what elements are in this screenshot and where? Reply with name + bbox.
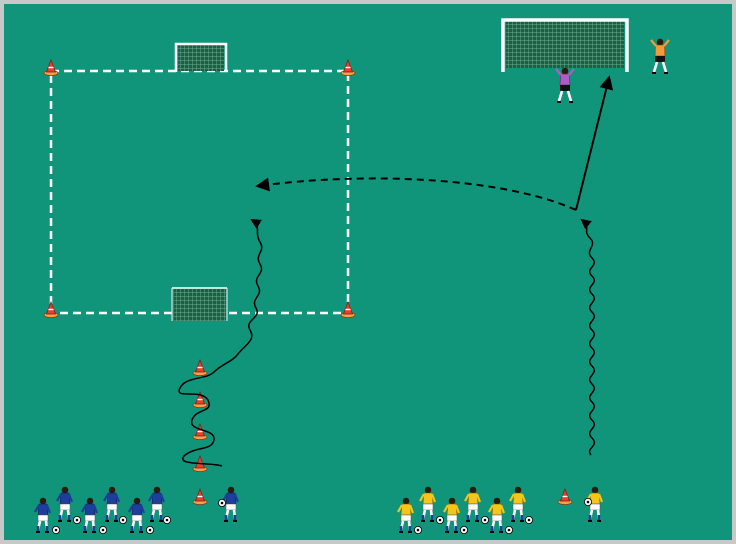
full-goal [503,20,627,72]
pitch-surface [4,4,732,540]
ball [163,516,170,523]
ball [460,526,467,533]
ball [218,499,225,506]
ball [436,516,443,523]
ball [584,498,591,505]
ball [73,516,80,523]
ball [414,526,421,533]
ball [99,526,106,533]
ball [146,526,153,533]
ball [119,516,126,523]
ball [505,526,512,533]
ball [52,526,59,533]
ball [525,516,532,523]
ball [481,516,488,523]
mini-goal-top [176,44,226,72]
mini-goal-bottom [172,288,227,321]
